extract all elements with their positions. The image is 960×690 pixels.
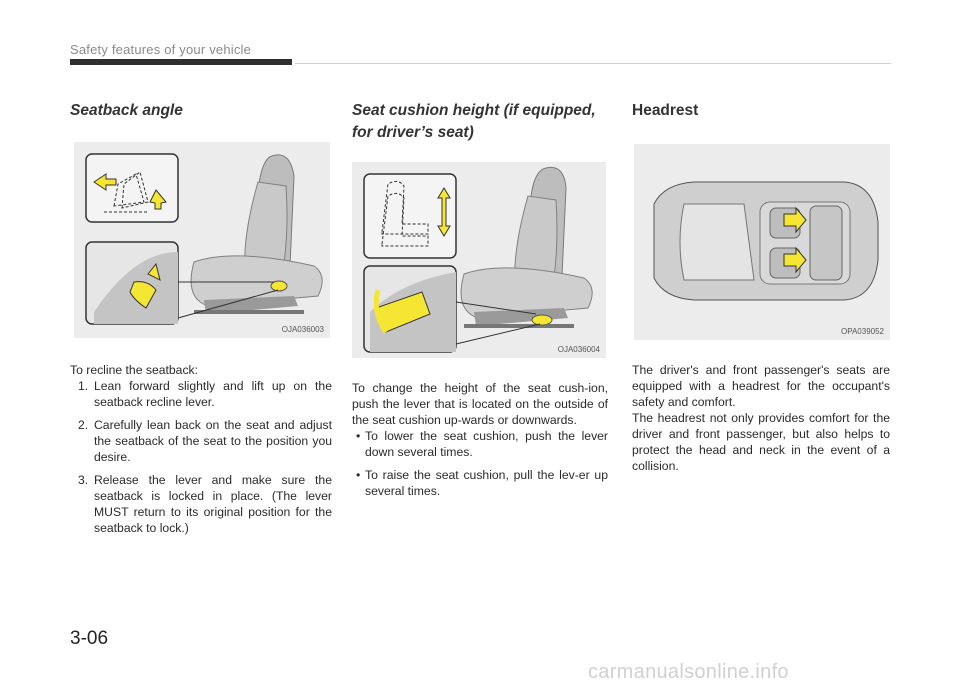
step-number: 3.: [78, 473, 89, 487]
step-text: Release the lever and make sure the seat…: [94, 473, 332, 535]
headrest-para1: The driver's and front passenger's seats…: [632, 363, 890, 409]
header-rule: [295, 63, 891, 64]
header-bar: [70, 59, 292, 65]
page-number: 3-06: [70, 628, 109, 649]
list-item: 3. Release the lever and make sure the se…: [70, 472, 332, 536]
seatback-intro: To recline the seatback:: [70, 363, 199, 377]
headrest-section: Headrest OPA039052 The driver's and fron…: [632, 100, 890, 474]
headrest-para2: The headrest not only provides comfort f…: [632, 411, 890, 473]
seatback-steps: 1. Lean forward slightly and lift up on t…: [70, 378, 332, 536]
step-number: 2.: [78, 418, 89, 432]
cushion-figure: OJA036004: [352, 162, 606, 358]
header-section-title: Safety features of your vehicle: [70, 42, 252, 57]
seatback-illustration: [85, 153, 323, 325]
figure-code: OJA036003: [281, 325, 324, 334]
figure-code: OJA036004: [557, 345, 600, 354]
list-item: 1. Lean forward slightly and lift up on t…: [70, 378, 332, 410]
seatback-angle-section: Seatback angle OJA036003 To rec: [70, 100, 332, 543]
list-item: • To lower the seat cushion, push the lev…: [352, 428, 608, 460]
step-text: Carefully lean back on the seat and adju…: [94, 418, 332, 464]
seatback-heading: Seatback angle: [70, 102, 183, 119]
bullet-mark: •: [356, 468, 361, 482]
step-number: 1.: [78, 379, 89, 393]
cushion-heading-line2: for driver’s seat): [352, 124, 474, 141]
cushion-heading-line1: Seat cushion height (if equipped,: [352, 102, 596, 119]
cushion-bullets: • To lower the seat cushion, push the lev…: [352, 428, 608, 499]
seatback-figure: OJA036003: [74, 142, 330, 338]
cushion-illustration: [363, 166, 593, 353]
figure-code: OPA039052: [841, 327, 884, 336]
bullet-text: To raise the seat cushion, pull the lev-…: [365, 468, 608, 498]
bullet-mark: •: [356, 429, 361, 443]
watermark: carmanualsonline.info: [588, 661, 789, 683]
seat-cushion-section: Seat cushion height (if equipped, for dr…: [352, 100, 608, 506]
bullet-text: To lower the seat cushion, push the leve…: [365, 429, 608, 459]
headrest-heading: Headrest: [632, 102, 699, 119]
headrest-figure: OPA039052: [634, 144, 890, 340]
list-item: 2. Carefully lean back on the seat and ad…: [70, 417, 332, 465]
cushion-intro: To change the height of the seat cush-io…: [352, 381, 608, 427]
list-item: • To raise the seat cushion, pull the lev…: [352, 467, 608, 499]
step-text: Lean forward slightly and lift up on the…: [94, 379, 332, 409]
headrest-illustration: [653, 181, 879, 301]
